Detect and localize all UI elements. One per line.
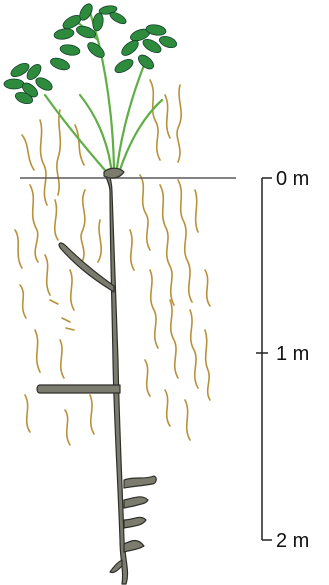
scale-label-1m: 1 m xyxy=(276,343,309,365)
scale-label-0m: 0 m xyxy=(276,168,309,190)
fine-roots-right xyxy=(130,80,210,440)
fine-roots-left xyxy=(15,110,101,445)
depth-scale xyxy=(256,178,272,540)
scale-label-2m: 2 m xyxy=(276,530,309,552)
